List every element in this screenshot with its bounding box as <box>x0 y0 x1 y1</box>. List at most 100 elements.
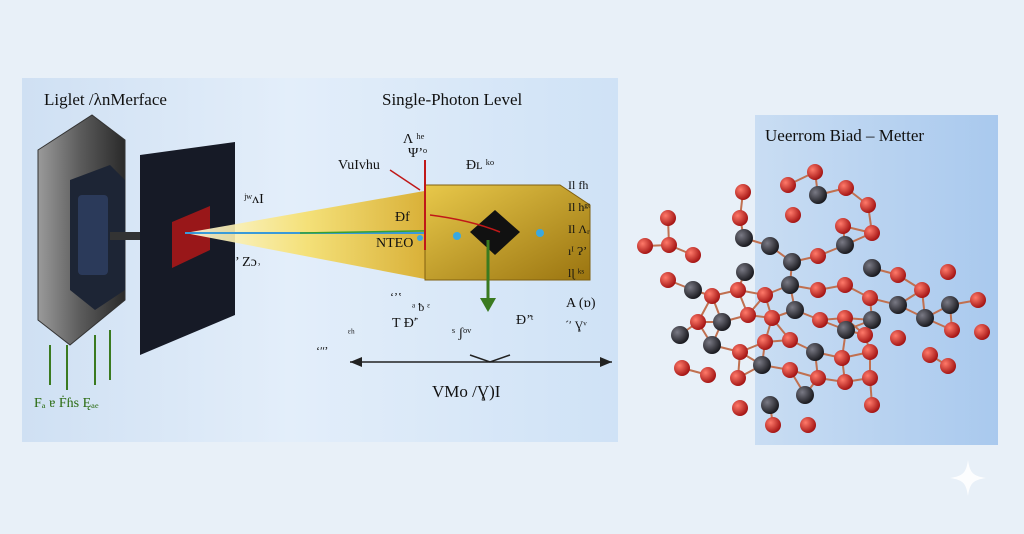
oxygen-atom <box>862 370 878 386</box>
carbon-atom <box>806 343 824 361</box>
oxygen-atom <box>690 314 706 330</box>
oxygen-atom <box>922 347 938 363</box>
oxygen-atom <box>835 218 851 234</box>
carbon-atom <box>837 321 855 339</box>
left-panel-title: Liglet /λnMerface <box>44 90 167 109</box>
oxygen-atom <box>764 310 780 326</box>
center-title: Single-Photon Level <box>382 90 523 109</box>
oxygen-atom <box>834 350 850 366</box>
carbon-atom <box>796 386 814 404</box>
oxygen-atom <box>940 264 956 280</box>
oxygen-atom <box>857 327 873 343</box>
oxygen-atom <box>765 417 781 433</box>
oxygen-atom <box>785 207 801 223</box>
bottom-label-g: ´ʹ Ɣᵛ <box>565 318 587 332</box>
carbon-atom <box>941 296 959 314</box>
oxygen-atom <box>660 210 676 226</box>
oxygen-atom <box>732 400 748 416</box>
bottom-label-c: T Đʹ̇ <box>392 316 417 331</box>
oxygen-atom <box>757 334 773 350</box>
oxygen-atom <box>970 292 986 308</box>
oxygen-atom <box>732 210 748 226</box>
oxygen-atom <box>704 288 720 304</box>
oxygen-atom <box>732 344 748 360</box>
oxygen-atom <box>864 397 880 413</box>
oxygen-atom <box>800 417 816 433</box>
oxygen-atom <box>974 324 990 340</box>
bottom-label-h: ᵋʰ <box>348 326 355 340</box>
carbon-atom <box>783 253 801 271</box>
oxygen-atom <box>740 307 756 323</box>
beam-label-2: Ðf <box>395 210 410 225</box>
oxygen-atom <box>810 282 826 298</box>
oxygen-atom <box>735 184 751 200</box>
carbon-atom <box>916 309 934 327</box>
carbon-atom <box>863 311 881 329</box>
right-panel-title: Ueerrom Biad – Metter <box>765 126 925 145</box>
sparkle-icon <box>950 460 986 496</box>
carbon-atom <box>786 301 804 319</box>
bottom-label-b: ᵃ ƀ ᵋ <box>412 300 431 314</box>
oxygen-atom <box>860 197 876 213</box>
top-label-2: Ψʼᵒ <box>408 146 428 161</box>
box-label: Đʟ ᵏᵒ <box>466 158 495 173</box>
carbon-atom <box>671 326 689 344</box>
oxygen-atom <box>812 312 828 328</box>
oxygen-atom <box>807 164 823 180</box>
oxygen-atom <box>674 360 690 376</box>
oxygen-atom <box>890 267 906 283</box>
oxygen-atom <box>837 374 853 390</box>
oxygen-atom <box>914 282 930 298</box>
carbon-atom <box>889 296 907 314</box>
photon-beam <box>185 190 430 280</box>
carbon-atom <box>836 236 854 254</box>
oxygen-atom <box>730 282 746 298</box>
top-label: Λ ʰᵉ <box>403 132 425 147</box>
screen-label-lower: ’ Zɔ˒ <box>235 255 262 270</box>
beam-label-1: VuIvhu <box>338 158 380 173</box>
oxygen-atom <box>757 287 773 303</box>
axis-label: VMo /Ɣ)I <box>432 382 501 401</box>
oxygen-atom <box>838 180 854 196</box>
dark-screen <box>140 142 235 355</box>
oxygen-atom <box>810 370 826 386</box>
interaction-box <box>389 160 591 312</box>
oxygen-atom <box>944 322 960 338</box>
oxygen-atom <box>637 238 653 254</box>
carbon-atom <box>809 186 827 204</box>
oxygen-atom <box>862 290 878 306</box>
oxygen-atom <box>780 177 796 193</box>
right-side-label-4: ıᴵ Ɂʼ <box>568 244 588 258</box>
oxygen-atom <box>685 247 701 263</box>
bottom-label-i: ʻʺʼ <box>316 344 329 358</box>
carbon-atom <box>736 263 754 281</box>
beam-label-3: NTEO <box>376 236 414 251</box>
carbon-atom <box>735 229 753 247</box>
right-side-label-1: Il fh <box>568 178 589 192</box>
carbon-atom <box>761 237 779 255</box>
carbon-atom <box>761 396 779 414</box>
oxygen-atom <box>940 358 956 374</box>
oxygen-atom <box>782 362 798 378</box>
bottom-axis <box>350 354 612 367</box>
carbon-atom <box>863 259 881 277</box>
oxygen-atom <box>837 277 853 293</box>
oxygen-atom <box>862 344 878 360</box>
oxygen-atom <box>730 370 746 386</box>
bottom-label-f: A (ɒ) <box>566 296 596 311</box>
screen-label-upper: ʲʷʌI <box>244 192 264 207</box>
oxygen-atom <box>864 225 880 241</box>
carbon-atom <box>713 313 731 331</box>
oxygen-atom <box>890 330 906 346</box>
oxygen-atom <box>661 237 677 253</box>
oxygen-atom <box>660 272 676 288</box>
right-side-label-2: Il hᵍᵗ <box>568 200 591 214</box>
light-source-device <box>37 114 140 390</box>
source-bottom-label: Fₐ ɐ Ḟɦs Ęₐₑ <box>34 396 99 411</box>
bottom-label-e: Đʼ̇ᵗ <box>516 313 534 328</box>
carbon-atom <box>703 336 721 354</box>
molecule-structure <box>637 164 990 433</box>
carbon-atom <box>753 356 771 374</box>
oxygen-atom <box>700 367 716 383</box>
